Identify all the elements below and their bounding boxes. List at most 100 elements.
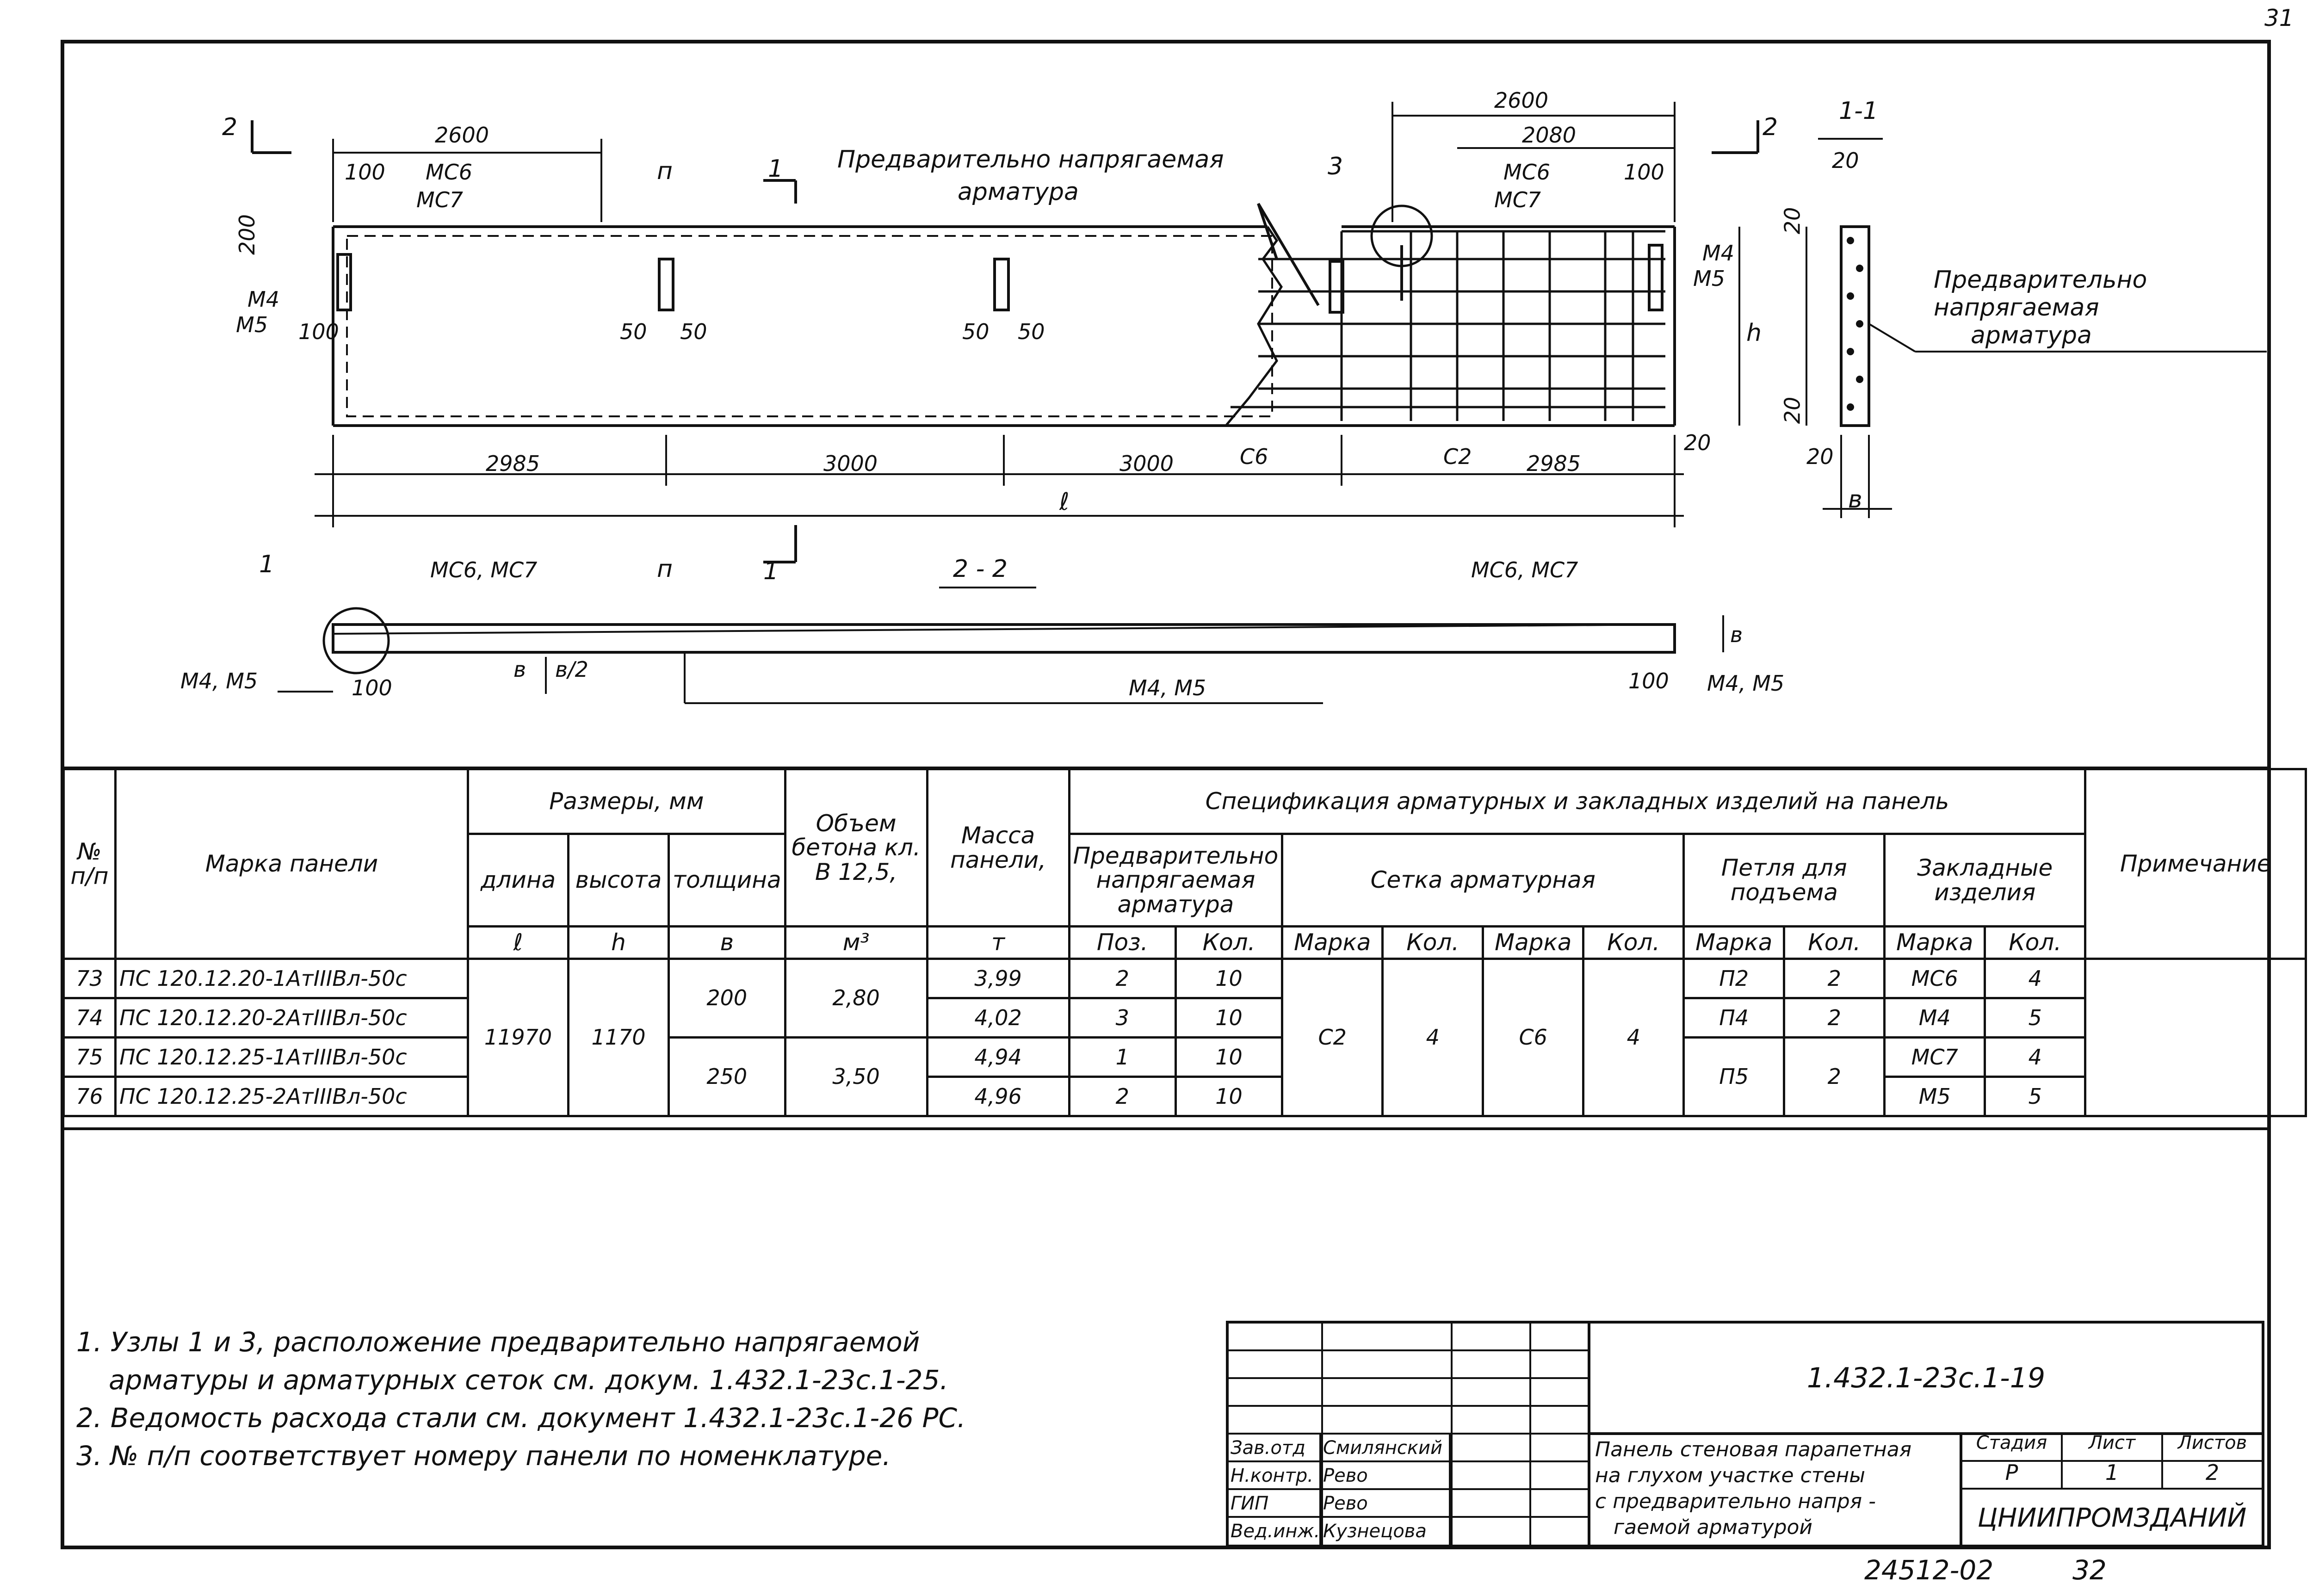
section-mark-1-top: 1 (768, 155, 784, 183)
cell-loop-qty: 2 (1783, 958, 1886, 999)
cell-embed-qty: 5 (1984, 997, 2087, 1039)
cell-thickness-250: 250 (668, 1036, 786, 1117)
s22-mark-mc-left: МС6, МС7 (430, 557, 538, 582)
stage-label: Стадия (1962, 1432, 2063, 1460)
th-length-sym: ℓ (467, 925, 569, 960)
cell-mesh1-qty: 4 (1381, 958, 1484, 1117)
th-volume: Объем бетона кл. В 12,5, (784, 768, 928, 928)
table-row: 73 ПС 120.12.20-1АтIIIВл-50с 11970 1170 … (62, 958, 2307, 1117)
signature-row: Вед.инж. Кузнецова (1229, 1518, 1589, 1546)
doc-title-line: с предварительно напря - (1595, 1490, 1876, 1513)
dim-2080: 2080 (1522, 123, 1577, 148)
s22-dim-b-half: в/2 (555, 657, 588, 682)
cell-height: 1170 (567, 958, 670, 1117)
section-1-1-title: 1-1 (1839, 97, 1878, 125)
th-mark-1: Марка (1281, 925, 1384, 960)
cell-loop-mark: П4 (1682, 997, 1786, 1039)
th-mesh: Сетка арматурная (1281, 833, 1685, 928)
signature-row: Зав.отд Смилянский (1229, 1435, 1589, 1462)
dim-100-top-left: 100 (345, 160, 385, 185)
dim-50-d: 50 (1018, 319, 1045, 344)
dim-20-right: 20 (1684, 430, 1711, 455)
mark-mc6-left: МС6 (426, 160, 473, 185)
organization-name: ЦНИИПРОМЗДАНИЙ (1977, 1503, 2247, 1533)
cell-embed-qty: 4 (1984, 958, 2087, 999)
th-embed: Закладные изделия (1883, 833, 2087, 928)
dim-h: h (1746, 319, 1762, 347)
s11-dim-20-c: 20 (1780, 396, 1805, 424)
cell-loop-qty: 2 (1783, 1036, 1886, 1117)
th-qty-1: Кол. (1174, 925, 1284, 960)
prestressed-callout-sub: арматура (958, 178, 1079, 206)
th-qty-3: Кол. (1582, 925, 1685, 960)
th-mark: Марка панели (114, 768, 469, 960)
dim-2600-left: 2600 (435, 123, 489, 148)
th-prestress: Предварительно напрягаемая арматура (1068, 833, 1284, 928)
footer-page: 32 (2072, 1554, 2107, 1586)
table-row: 76 ПС 120.12.25-2АтIIIВл-50с 4,96 2 10 М… (62, 1076, 2306, 1117)
dim-50-a: 50 (620, 319, 647, 344)
section-mark-2-left: 2 (222, 113, 238, 141)
callout-p: п (657, 157, 673, 185)
cell-mass: 4,96 (926, 1076, 1070, 1117)
cell-mesh2-qty: 4 (1582, 958, 1685, 1117)
page-number: 31 (2264, 5, 2294, 31)
th-mark-4: Марка (1883, 925, 1986, 960)
dim-200-left: 200 (234, 214, 260, 255)
th-note: Примечание (2084, 768, 2307, 960)
role-name: Рево (1321, 1462, 1451, 1488)
cell-mass: 4,94 (926, 1036, 1070, 1078)
cell-num: 76 (62, 1076, 117, 1117)
mark-m4-left: М4 (247, 287, 279, 312)
cell-qty: 10 (1174, 958, 1284, 999)
note-line-3: 2. Ведомость расхода стали см. документ … (76, 1402, 966, 1434)
dim-100-top-right: 100 (1624, 160, 1664, 185)
s22-dim-b-left: в (513, 657, 526, 682)
s22-dim-100-right: 100 (1628, 668, 1669, 693)
dim-3000-b: 3000 (1119, 451, 1174, 476)
cell-embed-qty: 5 (1984, 1076, 2087, 1117)
mark-mc6-right: МС6 (1503, 160, 1551, 185)
cell-volume-280: 2,80 (784, 958, 928, 1039)
s22-callout-1: 1 (259, 551, 275, 578)
cell-num: 74 (62, 997, 117, 1039)
sheet-value: 1 (2063, 1460, 2163, 1488)
role-name: Рево (1321, 1490, 1451, 1516)
dim-50-c: 50 (962, 319, 990, 344)
cell-qty: 10 (1174, 1036, 1284, 1078)
doc-title-line: гаемой арматурой (1614, 1516, 1813, 1539)
doc-title: Панель стеновая парапетная на глухом уча… (1595, 1437, 1956, 1540)
th-pos: Поз. (1068, 925, 1177, 960)
cell-length: 11970 (467, 958, 569, 1117)
sheet-label: Лист (2063, 1432, 2163, 1460)
stage-values: Р 1 2 (1962, 1460, 2262, 1490)
s11-callout-line3: арматура (1971, 322, 2092, 349)
cell-mark: ПС 120.12.20-1АтIIIВл-50с (114, 958, 469, 999)
s22-callout-p: п (657, 555, 673, 583)
cell-embed-mark: М4 (1883, 997, 1986, 1039)
note-line-1: 1. Узлы 1 и 3, расположение предваритель… (76, 1326, 920, 1358)
role-label: ГИП (1229, 1490, 1321, 1516)
role-name: Кузнецова (1321, 1518, 1451, 1546)
s22-mark-m-right: М4, М5 (1707, 671, 1785, 696)
s11-dim-b: в (1848, 486, 1862, 513)
s22-dim-100-left: 100 (352, 675, 392, 700)
mark-c2: С2 (1443, 444, 1472, 469)
dim-2985-left: 2985 (486, 451, 540, 476)
th-mass: Масса панели, (926, 768, 1070, 928)
dim-length-l: ℓ (1059, 488, 1070, 516)
cell-mark: ПС 120.12.25-2АтIIIВл-50с (114, 1076, 469, 1117)
table-row: 75 ПС 120.12.25-1АтIIIВл-50с 250 3,50 4,… (62, 1036, 2306, 1117)
dim-3000-a: 3000 (823, 451, 878, 476)
th-loop: Петля для подъема (1682, 833, 1886, 928)
cell-mark: ПС 120.12.25-1АтIIIВл-50с (114, 1036, 469, 1078)
th-qty-2: Кол. (1381, 925, 1484, 960)
cell-embed-mark: МС6 (1883, 958, 1986, 999)
role-label: Вед.инж. (1229, 1518, 1321, 1546)
th-spec: Спецификация арматурных и закладных изде… (1068, 768, 2087, 835)
prestressed-callout-title: Предварительно напрягаемая (837, 146, 1224, 173)
cell-pos: 3 (1068, 997, 1177, 1039)
s22-mark-m-left: М4, М5 (180, 668, 258, 693)
callout-3: 3 (1328, 153, 1343, 180)
cell-embed-mark: М5 (1883, 1076, 1986, 1117)
